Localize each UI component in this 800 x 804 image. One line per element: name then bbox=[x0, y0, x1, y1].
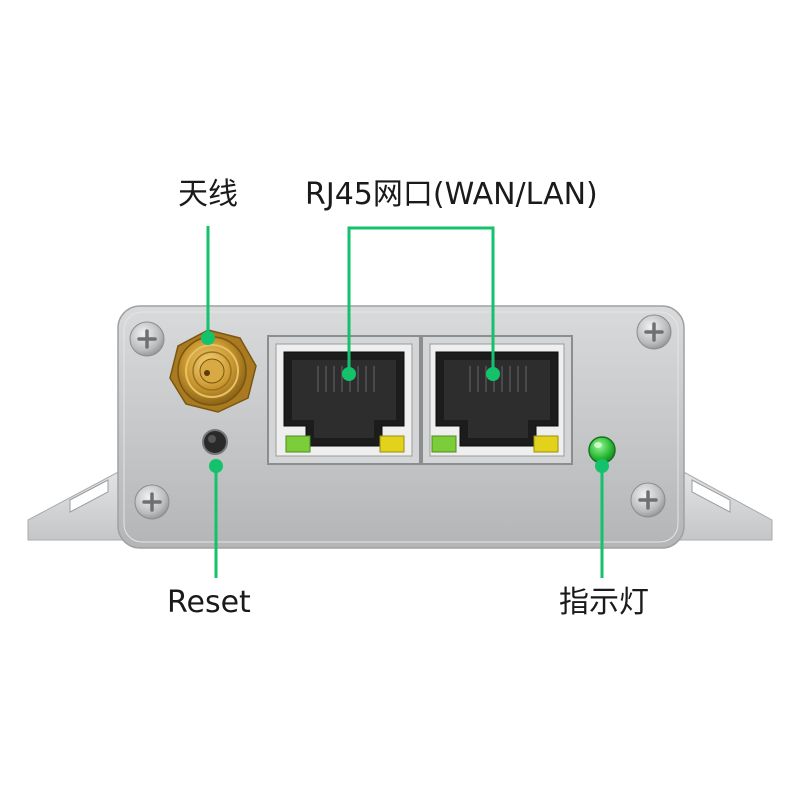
callout-lines bbox=[206, 226, 604, 578]
rj45-port-label: RJ45网口(WAN/LAN) bbox=[305, 177, 598, 212]
antenna-label: 天线 bbox=[178, 177, 238, 212]
mounting-flange-right bbox=[679, 469, 773, 541]
status-led bbox=[588, 436, 616, 464]
indicator-light-label: 指示灯 bbox=[559, 585, 649, 620]
rj45-port-icon bbox=[421, 335, 573, 465]
phillips-screw-icon bbox=[636, 314, 672, 350]
phillips-screw-icon bbox=[630, 482, 666, 518]
mounting-flange-left bbox=[27, 469, 123, 541]
callout-dots bbox=[201, 331, 609, 473]
sma-connector-icon bbox=[169, 329, 257, 413]
rj45-callout-line bbox=[347, 226, 495, 374]
phillips-screw-icon bbox=[129, 321, 165, 357]
rj45-port-icon bbox=[267, 335, 421, 465]
reset-button-hole bbox=[202, 429, 228, 455]
reset-label: Reset bbox=[167, 585, 251, 620]
phillips-screw-icon bbox=[134, 484, 170, 520]
